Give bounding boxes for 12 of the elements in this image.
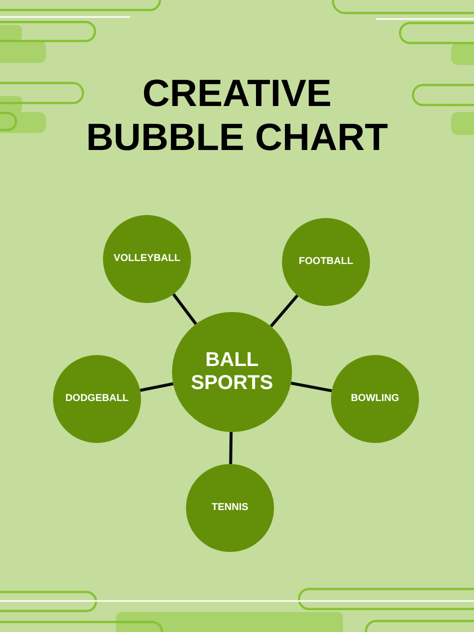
bubble-label: FOOTBALL (298, 256, 354, 268)
bubble-label: DODGEBALL (65, 393, 129, 405)
bubble-label: BOWLING (350, 393, 400, 405)
connector-line (290, 382, 332, 392)
bubble-label: VOLLEYBALL (114, 253, 180, 265)
connector-line (229, 432, 233, 464)
connector-line (172, 293, 198, 325)
connector-line (270, 294, 299, 328)
title: CREATIVE BUBBLE CHART (85, 72, 389, 160)
connector-line (140, 382, 174, 392)
bubble-label: BALL SPORTS (190, 349, 274, 395)
bubble-label: TENNIS (212, 502, 248, 514)
